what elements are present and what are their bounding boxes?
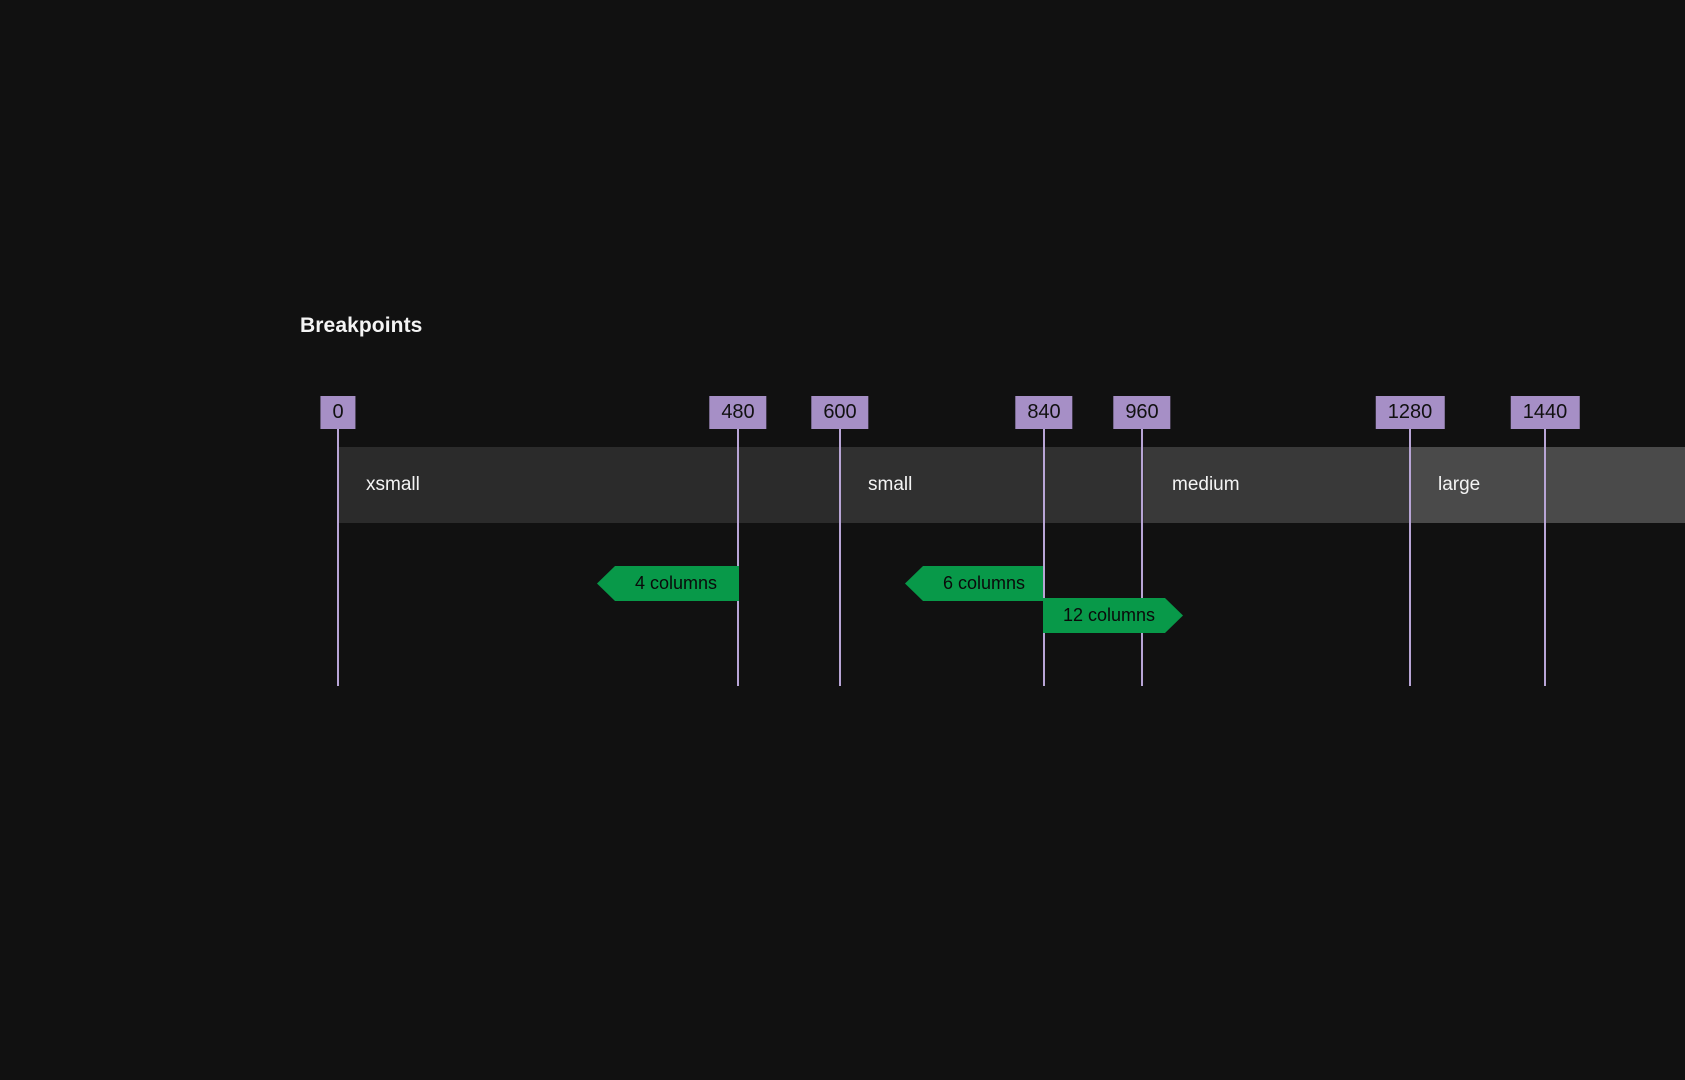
breakpoint-chip-1280[interactable]: 1280	[1375, 396, 1445, 429]
size-band-label: xsmall	[366, 474, 420, 495]
breakpoint-line-1440	[1544, 429, 1546, 686]
size-band-medium: medium	[1144, 447, 1410, 523]
breakpoint-line-960	[1141, 429, 1143, 686]
breakpoint-chip-1440[interactable]: 1440	[1510, 396, 1580, 429]
column-span-badge-4[interactable]: 4 columns	[597, 566, 739, 601]
size-band-xsmall: xsmall	[338, 447, 840, 523]
page-title: Breakpoints	[300, 314, 423, 337]
breakpoint-chip-0[interactable]: 0	[320, 396, 356, 429]
column-span-badge-12[interactable]: 12 columns	[1043, 598, 1183, 633]
size-band-row: xsmall small medium large	[338, 447, 1685, 523]
breakpoint-chip-480[interactable]: 480	[709, 396, 767, 429]
size-band-small: small	[840, 447, 1144, 523]
breakpoint-line-480	[737, 429, 739, 686]
breakpoint-chip-960[interactable]: 960	[1113, 396, 1171, 429]
size-band-label: small	[868, 474, 913, 495]
column-span-label: 12 columns	[1063, 605, 1156, 625]
size-band-large: large	[1410, 447, 1685, 523]
breakpoint-line-0	[337, 429, 339, 686]
breakpoint-line-1280	[1409, 429, 1411, 686]
column-span-label: 6 columns	[943, 573, 1026, 593]
size-band-label: medium	[1172, 474, 1240, 495]
breakpoint-line-840	[1043, 429, 1045, 686]
size-band-label: large	[1438, 474, 1481, 495]
breakpoint-line-600	[839, 429, 841, 686]
column-span-badge-6[interactable]: 6 columns	[905, 566, 1043, 601]
breakpoint-chip-600[interactable]: 600	[811, 396, 869, 429]
breakpoint-chip-840[interactable]: 840	[1015, 396, 1073, 429]
column-span-label: 4 columns	[635, 573, 718, 593]
